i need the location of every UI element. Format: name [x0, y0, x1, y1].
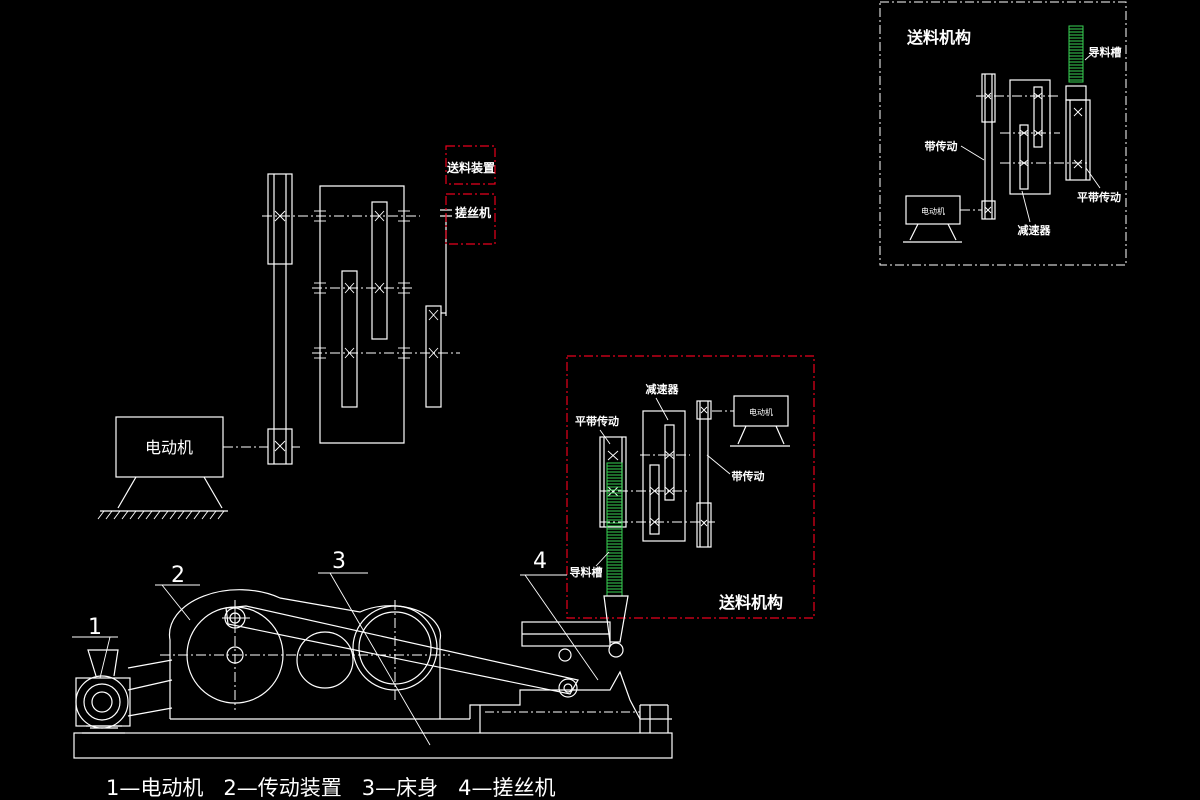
callout-4: 4 — [533, 549, 547, 574]
callout-3: 3 — [332, 549, 346, 574]
assembly-motor — [75, 649, 131, 734]
inset-motor-label: 电动机 — [749, 407, 773, 417]
inset-top-reducer-label: 减速器 — [1018, 223, 1052, 237]
schematic-motor-label: 电动机 — [145, 438, 193, 457]
inset-top-chute-label: 导料槽 — [1089, 45, 1122, 59]
schematic-belt-upper-pulley — [267, 173, 293, 265]
schematic-roller-label: 搓丝机 — [455, 205, 491, 220]
schematic-gearbox-housing — [319, 185, 405, 444]
assembly-bed — [222, 605, 579, 698]
schematic-bearing-marks — [314, 210, 410, 359]
inset-belt-label: 带传动 — [732, 469, 765, 483]
inset-reducer — [642, 410, 686, 542]
inset-top-flat-belt-label: 平带传动 — [1077, 190, 1121, 204]
inset-top-chute — [1068, 25, 1084, 83]
schematic-motor-base — [97, 476, 228, 520]
inset-chute-label: 导料槽 — [570, 565, 603, 579]
schematic-roller-box — [445, 193, 496, 245]
inset-flat-belt-label: 平带传动 — [575, 414, 619, 428]
assembly-base — [73, 732, 673, 759]
schematic-gear-middle — [341, 270, 358, 408]
schematic-feeder-label: 送料装置 — [446, 160, 495, 175]
kinematic-schematic: 电动机 — [97, 145, 496, 520]
schematic-feeder-box — [445, 145, 496, 185]
assembly-callouts: 1 2 3 4 — [72, 549, 599, 746]
callout-2: 2 — [171, 563, 185, 588]
inset-top-reducer — [1009, 79, 1051, 195]
inset-top-title: 送料机构 — [906, 28, 971, 47]
assembly-drawing: 1 2 3 4 1—电动机 2—传动装置 3—床身 4—搓丝机 — [72, 549, 673, 800]
assembly-transmission — [127, 589, 450, 719]
assembly-thread-roller — [469, 595, 672, 733]
inset-title: 送料机构 — [718, 593, 783, 612]
callout-1: 1 — [88, 615, 102, 640]
inset-top-belt-label: 带传动 — [925, 139, 958, 153]
schematic-crank-wheel — [425, 305, 442, 408]
schematic-gear-upper — [371, 201, 388, 340]
inset-reducer-label: 减速器 — [646, 382, 680, 396]
feed-mechanism-inset-top: 送料机构 电动机 带传动 减速器 — [879, 1, 1127, 266]
feed-mechanism-inset: 送料机构 电动机 带传动 减速器 — [566, 355, 815, 619]
inset-top-motor-label: 电动机 — [921, 206, 945, 216]
assembly-legend: 1—电动机 2—传动装置 3—床身 4—搓丝机 — [106, 776, 556, 800]
